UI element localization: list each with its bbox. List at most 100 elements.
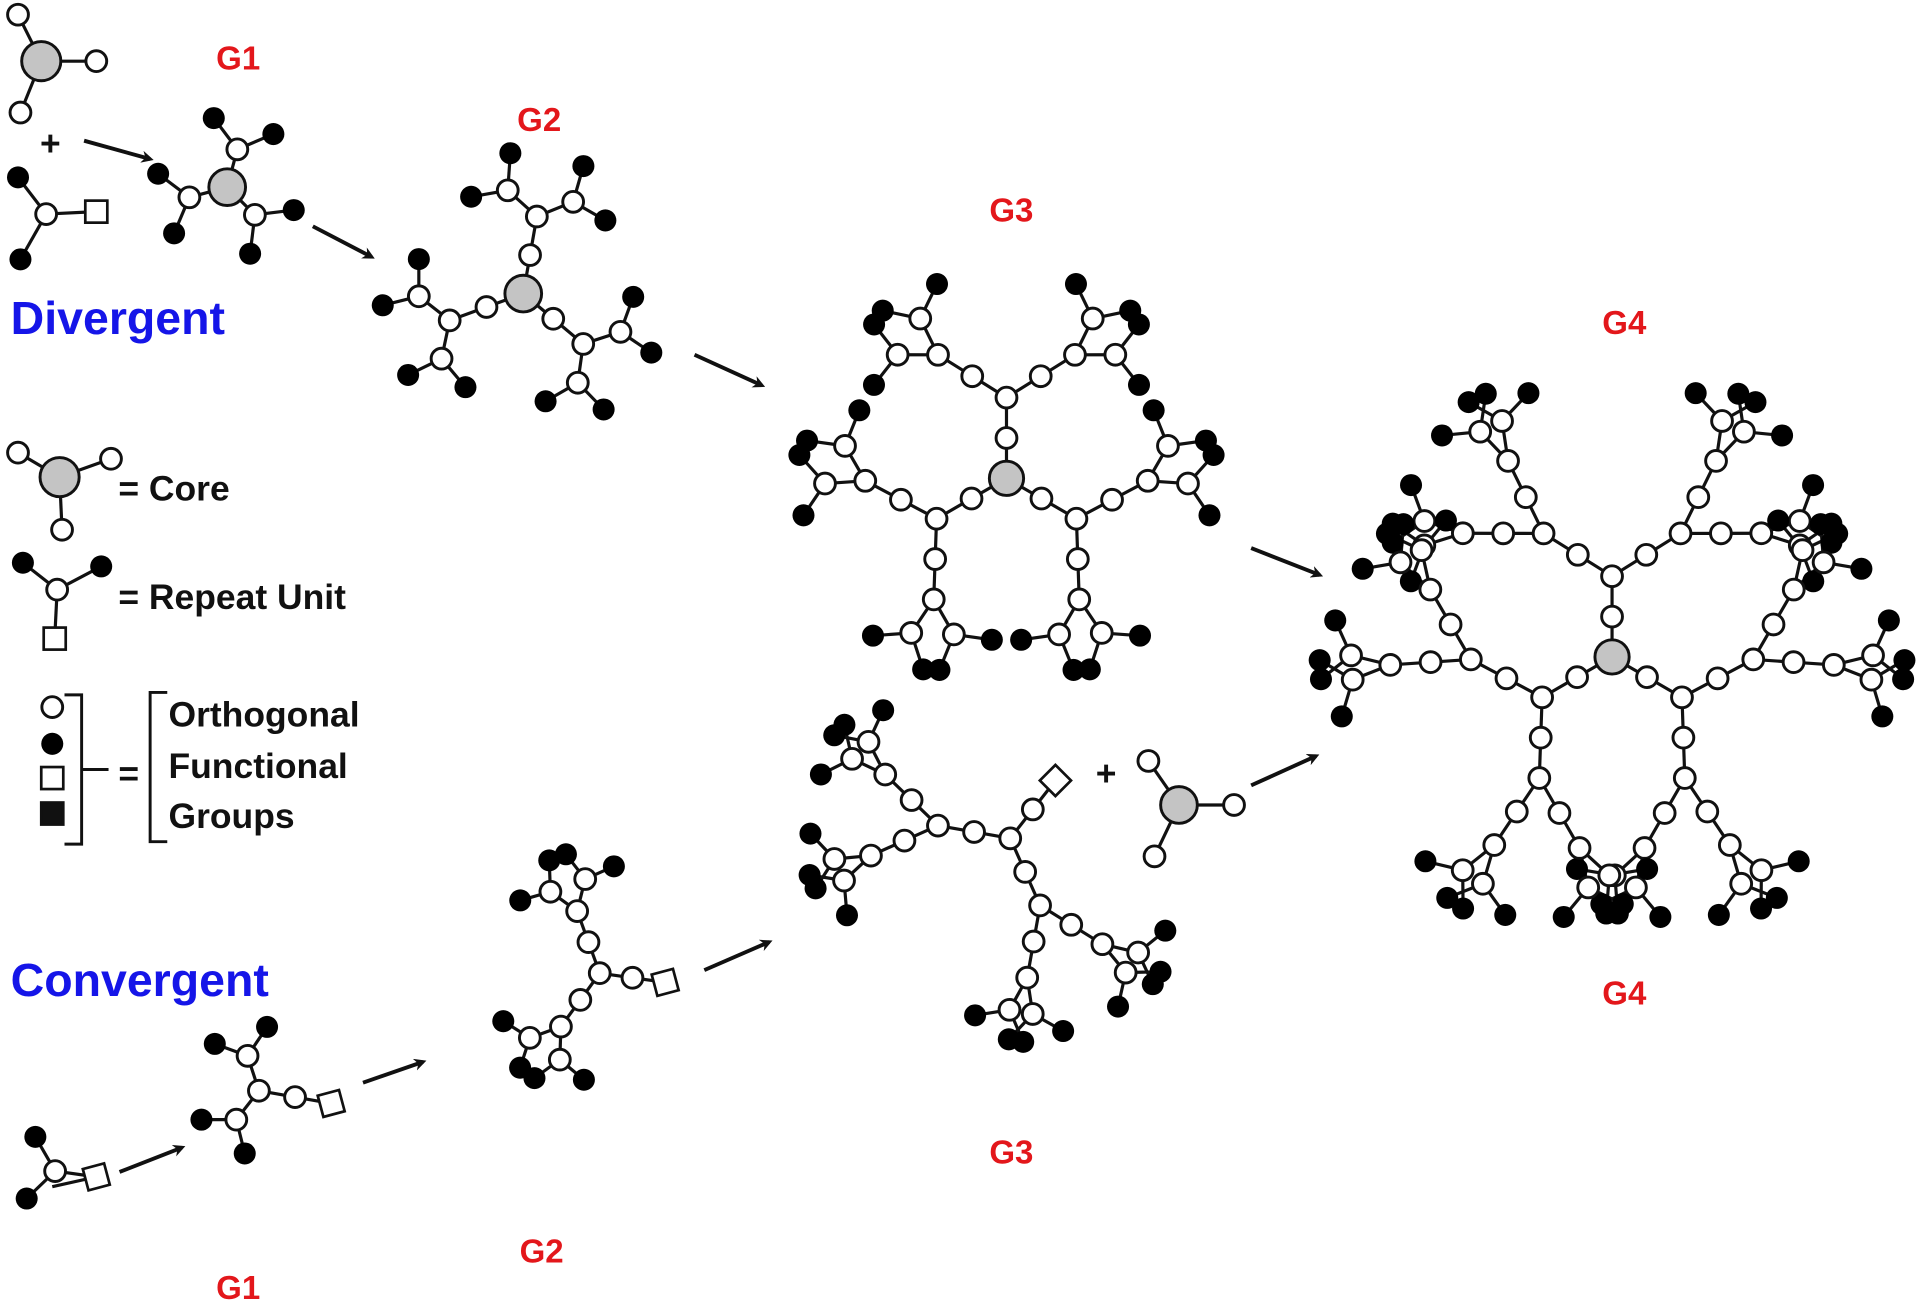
filled-circle-terminal xyxy=(1127,373,1151,396)
open-circle-node xyxy=(1176,471,1200,496)
open-circle-node xyxy=(568,988,593,1012)
open-square-group xyxy=(83,199,109,224)
open-circle-node xyxy=(885,342,910,367)
filled-circle-terminal xyxy=(861,624,884,647)
reaction-arrows xyxy=(83,138,1324,1174)
open-square-group xyxy=(42,626,68,651)
filled-circle-terminal xyxy=(799,822,822,845)
open-circle-node xyxy=(994,426,1019,450)
open-circle-node xyxy=(620,965,645,990)
open-circle-node xyxy=(1015,965,1040,990)
open-circle-node xyxy=(518,243,542,267)
open-circle-node xyxy=(1482,833,1507,857)
open-circle-node xyxy=(45,577,70,602)
open-circle-node xyxy=(429,346,454,371)
filled-square-group xyxy=(39,801,65,826)
open-circle-node xyxy=(1378,653,1403,677)
open-circle-node xyxy=(960,364,985,389)
arrow xyxy=(311,224,375,259)
convergent-g4-label: G4 xyxy=(1602,974,1647,1011)
filled-circle-terminal xyxy=(41,732,64,755)
open-circle-node xyxy=(1732,419,1756,444)
open-circle-node xyxy=(1409,538,1434,563)
open-circle-node xyxy=(1600,604,1624,629)
filled-circle-terminal xyxy=(928,658,951,681)
convergent-g2-label: G2 xyxy=(520,1233,564,1270)
open-circle-node xyxy=(1113,960,1138,985)
open-circle-node xyxy=(1494,666,1519,691)
filled-circle-terminal xyxy=(534,390,557,413)
open-circle-node xyxy=(1468,419,1493,444)
open-circle-node xyxy=(1063,342,1087,367)
open-circle-node xyxy=(1531,521,1556,546)
open-circle-node xyxy=(1047,622,1071,647)
filled-circle-terminal xyxy=(964,1004,987,1027)
filled-circle-terminal xyxy=(1517,382,1540,405)
filled-circle-terminal xyxy=(190,1108,213,1131)
open-circle-node xyxy=(225,137,250,162)
open-circle-node xyxy=(856,729,881,754)
open-circle-node xyxy=(1028,893,1052,918)
open-circle-node xyxy=(1065,547,1090,571)
open-circle-node xyxy=(573,867,598,891)
open-circle-node xyxy=(565,899,590,923)
open-circle-node xyxy=(1496,449,1520,473)
filled-circle-terminal xyxy=(1324,609,1347,632)
open-circle-node xyxy=(1695,799,1720,824)
open-circle-node xyxy=(1020,1002,1045,1026)
open-circle-node xyxy=(1142,844,1167,869)
filled-circle-terminal xyxy=(823,724,846,747)
core-node xyxy=(38,456,81,499)
open-circle-node xyxy=(1781,577,1806,602)
open-circle-node xyxy=(587,961,612,986)
open-circle-node xyxy=(224,1107,249,1132)
core-node xyxy=(503,273,544,314)
legend-repeat-unit-text: = Repeat Unit xyxy=(118,577,346,617)
open-circle-node xyxy=(576,930,601,954)
open-circle-node xyxy=(813,471,837,496)
open-circle-node xyxy=(1547,801,1572,825)
open-circle-node xyxy=(1710,409,1734,433)
filled-circle-terminal xyxy=(1636,858,1659,881)
filled-circle-terminal xyxy=(509,1056,532,1079)
filled-circle-terminal xyxy=(1744,391,1767,414)
open-circle-node xyxy=(1729,871,1754,896)
open-circle-node xyxy=(1528,725,1553,750)
open-circle-node xyxy=(1565,665,1589,689)
open-circle-node xyxy=(1781,650,1806,675)
open-circle-node xyxy=(1504,799,1529,824)
open-circle-node xyxy=(1059,912,1084,937)
filled-circle-terminal xyxy=(371,294,394,317)
nodes xyxy=(6,2,1916,1210)
open-circle-node xyxy=(1632,836,1657,860)
open-circle-node xyxy=(99,446,123,471)
filled-circle-terminal xyxy=(9,248,32,271)
filled-circle-terminal xyxy=(796,429,819,452)
open-circle-node xyxy=(889,487,913,512)
filled-circle-terminal xyxy=(572,155,595,178)
open-circle-node xyxy=(1790,538,1815,563)
convergent-label: Convergent xyxy=(11,954,269,1006)
open-circle-node xyxy=(892,828,917,853)
open-circle-node xyxy=(84,49,109,74)
filled-circle-terminal xyxy=(1893,649,1916,672)
filled-circle-terminal xyxy=(454,376,477,399)
filled-circle-terminal xyxy=(1787,850,1810,873)
filled-circle-terminal xyxy=(1392,513,1415,536)
filled-circle-terminal xyxy=(1107,995,1130,1018)
open-circle-node xyxy=(959,486,984,511)
open-circle-node xyxy=(1704,449,1728,473)
open-circle-node xyxy=(998,826,1023,851)
filled-circle-terminal xyxy=(509,889,532,912)
filled-circle-terminal xyxy=(24,1125,47,1148)
open-circle-node xyxy=(437,308,462,333)
open-circle-node xyxy=(853,468,878,493)
open-circle-node xyxy=(571,332,596,356)
open-circle-node xyxy=(1530,685,1554,710)
arrow xyxy=(362,1058,427,1085)
open-circle-node xyxy=(34,202,59,226)
filled-circle-terminal xyxy=(499,142,522,165)
filled-circle-terminal xyxy=(1802,570,1825,593)
plus-sign-convergent: + xyxy=(1096,753,1117,793)
open-circle-node xyxy=(1597,863,1622,888)
